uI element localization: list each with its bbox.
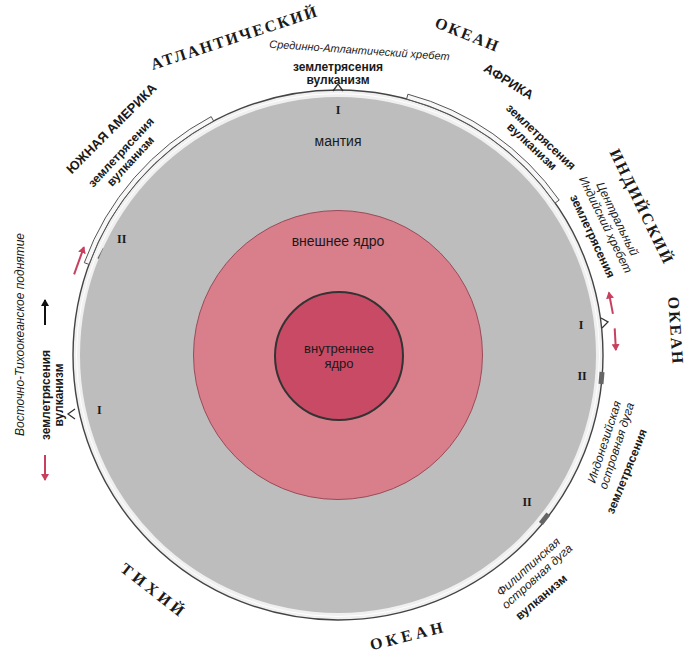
boundary-type: II (577, 369, 586, 384)
plate-arrow (609, 293, 613, 314)
layer-name: внешнее ядро (194, 233, 482, 249)
layer-name: внутреннее ядро (290, 341, 388, 371)
plate-arrow (615, 328, 616, 350)
ridge-name: Восточно-Тихоокеанское поднятие (14, 233, 27, 436)
ridge-mark (68, 409, 75, 419)
outer-core: внешнее ядро внутреннее ядро (193, 210, 483, 500)
boundary-type: I (336, 103, 341, 118)
boundary-type: I (97, 403, 102, 418)
boundary-type: I (579, 318, 584, 333)
crust-ring (73, 90, 603, 620)
plate-arrow (74, 247, 84, 274)
continent-name: АФРИКА (481, 61, 536, 103)
plate-arrow (44, 300, 46, 325)
plate-arrow (44, 455, 46, 480)
ridge-mark (601, 318, 608, 328)
ocean-name: ОКЕАН (664, 297, 687, 367)
crust-line (77, 94, 600, 617)
activity-label: землетрясения вулканизм (40, 350, 66, 440)
boundary-type: II (522, 495, 531, 510)
boundary-type: II (117, 232, 126, 247)
ocean-name: ТИХИЙ (116, 560, 190, 623)
inner-core: внутреннее ядро (274, 291, 404, 421)
ridge-name: Срединно-Атлантический хребет (269, 38, 450, 64)
ocean-name: ОКЕАН (368, 618, 449, 655)
mantle-layer: мантиявнешнее ядровнутреннее ядро (80, 97, 596, 613)
activity-label: землетрясения вулканизм (293, 61, 383, 87)
subduction-mark (598, 372, 604, 384)
